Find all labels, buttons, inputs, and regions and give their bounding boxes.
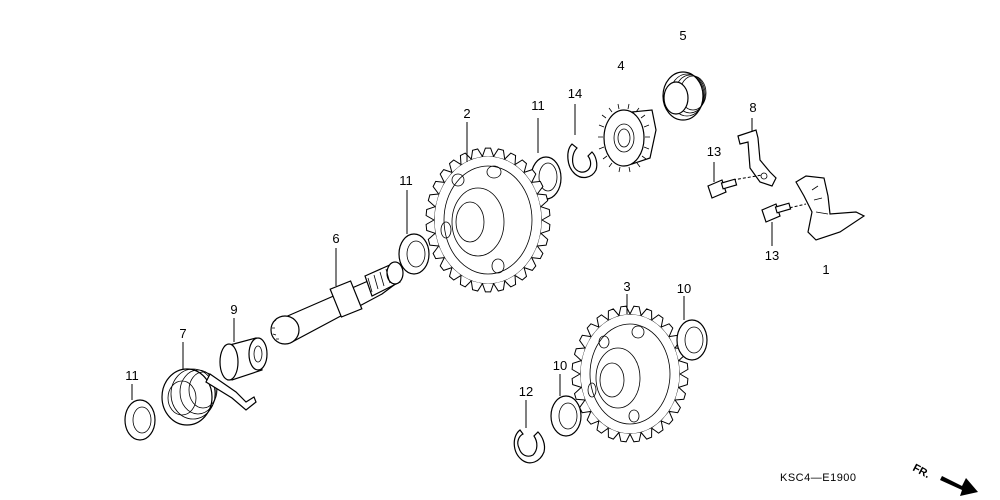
callout-10-left: 10 (553, 358, 567, 373)
callout-13-upper: 13 (707, 144, 721, 159)
bolt-part-13-upper (707, 162, 738, 199)
callout-8: 8 (749, 100, 756, 115)
washer-part-10-right (676, 296, 708, 361)
callout-10-right: 10 (677, 281, 691, 296)
spring-part-7 (161, 342, 257, 426)
front-direction-indicator: FR. (911, 462, 978, 496)
gear-part-4 (598, 103, 657, 173)
front-arrow-icon (940, 476, 978, 496)
callout-12: 12 (519, 384, 533, 399)
gear2-teeth-outline (425, 147, 551, 293)
callout-9: 9 (230, 302, 237, 317)
bolt-part-13-lower (761, 202, 792, 246)
diagram-code: KSC4—E1900 (780, 472, 857, 484)
callout-2: 2 (463, 106, 470, 121)
callout-5: 5 (679, 28, 686, 43)
washer-part-11-middle (398, 190, 430, 275)
callout-14: 14 (568, 86, 582, 101)
washer-part-10-left (550, 374, 582, 437)
callout-11-top: 11 (531, 98, 545, 113)
gear-part-2 (425, 122, 551, 293)
callout-1: 1 (822, 262, 829, 277)
callout-11-mid: 11 (399, 173, 413, 188)
front-label: FR. (911, 462, 932, 481)
circlip-part-12 (513, 400, 546, 464)
callout-labels: 5 4 8 11 14 2 13 11 6 13 1 3 10 9 7 10 1… (125, 28, 829, 399)
collar-part-9 (219, 318, 268, 381)
washer-part-11-lower (124, 384, 156, 441)
circlip-part-14 (567, 104, 598, 179)
gear-part-3 (571, 294, 689, 443)
callout-3: 3 (623, 279, 630, 294)
callout-13-lower: 13 (765, 248, 779, 263)
callout-6: 6 (332, 231, 339, 246)
callout-11-bottom: 11 (125, 368, 139, 383)
callout-4: 4 (617, 58, 624, 73)
shaft-part-6 (270, 248, 404, 345)
callout-7: 7 (179, 326, 186, 341)
gear3-teeth-outline (571, 305, 689, 443)
plate-part-8 (732, 118, 777, 187)
spring-part-5 (662, 71, 707, 121)
arm-part-1 (779, 175, 866, 241)
